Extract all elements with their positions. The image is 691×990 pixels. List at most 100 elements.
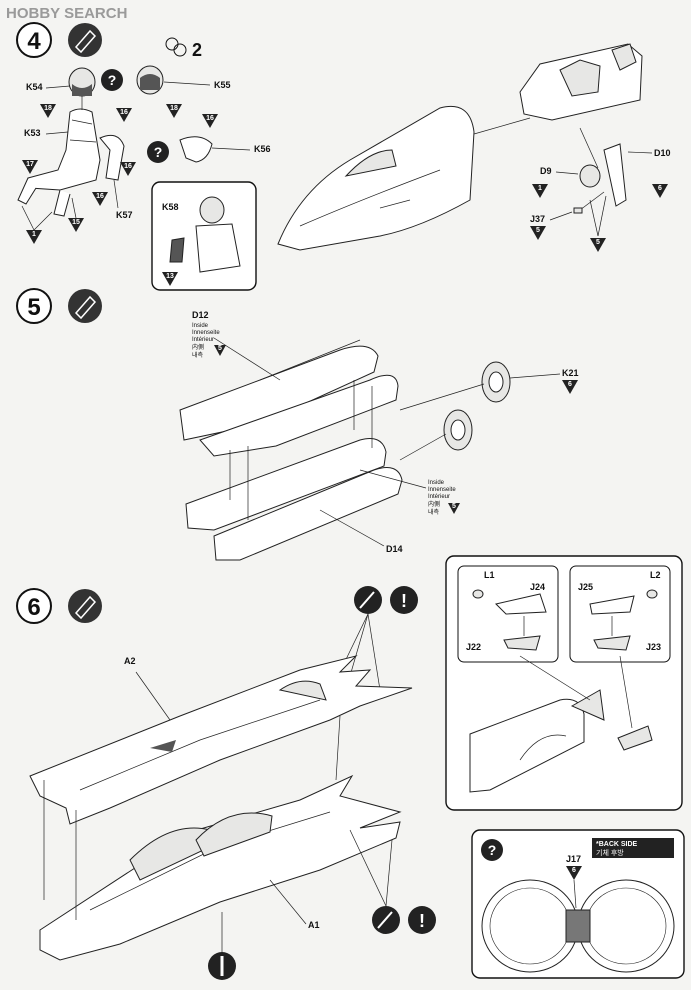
- arm-k56: K56: [179, 136, 271, 163]
- step-6-number: 6: [27, 594, 40, 621]
- part-k56-label: K56: [254, 144, 271, 154]
- svg-text:5: 5: [536, 227, 540, 234]
- svg-text:1: 1: [32, 231, 36, 238]
- part-k54-label: K54: [26, 82, 43, 92]
- svg-text:16: 16: [206, 115, 214, 122]
- fuselage-lower-a1: A1: [39, 715, 402, 961]
- part-j24-label: J24: [530, 582, 545, 592]
- svg-text:17: 17: [26, 161, 34, 168]
- knife-icon-top: [354, 586, 382, 614]
- svg-text:내측: 내측: [192, 351, 204, 359]
- nose-landing-gear: D9 D10 J37 1 6 5 5: [530, 127, 671, 252]
- svg-text:Innenseite: Innenseite: [192, 330, 220, 336]
- step-4-circle: [16, 22, 52, 58]
- step-5-number: 5: [27, 294, 40, 321]
- step-4: 4 2 K54 ? K55: [16, 22, 671, 291]
- part-l1-label: L1: [484, 570, 495, 580]
- question-icon-2: ?: [147, 141, 169, 163]
- back-side-label-en: *BACK SIDE: [596, 841, 638, 848]
- inside-note-d12: Inside Innenseite Intérieur 内側 내측 5: [192, 323, 226, 359]
- pilot-figure-k53: K53: [17, 96, 101, 217]
- svg-text:Intérieur: Intérieur: [192, 337, 214, 343]
- warning-icon-bottom: !: [408, 906, 436, 934]
- svg-text:5: 5: [452, 503, 456, 510]
- part-k53-label: K53: [24, 128, 41, 138]
- intake-lower-d14: D14: [185, 380, 403, 561]
- glue-tube-shape: [74, 29, 97, 54]
- step-6-circle: [16, 588, 52, 624]
- svg-text:Inside: Inside: [428, 480, 445, 486]
- inset-box-nozzles: L1 J24 J25 L2 J22 J23: [445, 555, 683, 811]
- svg-text:16: 16: [96, 193, 104, 200]
- helmet-k54: K54: [26, 67, 96, 97]
- part-d10-label: D10: [654, 148, 671, 158]
- back-side-label-kr: 기체 후방: [596, 848, 624, 857]
- svg-text:1: 1: [538, 185, 542, 192]
- inset-box-back-side: ? *BACK SIDE 기체 후방 J17 6: [471, 829, 685, 979]
- svg-text:5: 5: [596, 239, 600, 246]
- step-5-circle: [16, 288, 52, 324]
- part-d9-label: D9: [540, 166, 552, 176]
- question-icon-3: ?: [481, 839, 503, 861]
- part-j23-label: J23: [646, 642, 661, 652]
- back-side-banner: [592, 838, 674, 858]
- part-d14-label: D14: [386, 544, 403, 554]
- hobby-search-logo: HOBBY SEARCH: [6, 5, 127, 22]
- svg-text:6: 6: [568, 381, 572, 388]
- svg-text:6: 6: [572, 867, 576, 874]
- warning-icon-top: !: [390, 586, 418, 614]
- glue-icon-step5: [68, 289, 102, 323]
- part-l2-label: L2: [650, 570, 661, 580]
- svg-text:!: !: [419, 911, 425, 931]
- svg-text:16: 16: [124, 163, 132, 170]
- part-k55-label: K55: [214, 80, 231, 90]
- svg-text:18: 18: [44, 105, 52, 112]
- svg-text:!: !: [401, 591, 407, 611]
- inset-box-k58: K58 13: [151, 181, 257, 291]
- svg-text:Intérieur: Intérieur: [428, 494, 450, 500]
- part-j25-label: J25: [578, 582, 593, 592]
- quantity-number: 2: [192, 40, 202, 60]
- part-a1-label: A1: [308, 920, 320, 930]
- arm-k57: K57: [99, 134, 133, 220]
- svg-text:13: 13: [166, 273, 174, 280]
- question-icon-1: ?: [101, 69, 123, 91]
- part-d12-label: D12: [192, 310, 209, 320]
- svg-text:16: 16: [120, 109, 128, 116]
- svg-text:내측: 내측: [428, 508, 440, 516]
- brush-icon: [208, 952, 236, 980]
- svg-text:?: ?: [488, 842, 497, 858]
- glue-icon-step6: [68, 589, 102, 623]
- glue-icon: [68, 23, 102, 57]
- part-j22-label: J22: [466, 642, 481, 652]
- helmet-k55: K55: [136, 65, 231, 95]
- svg-text:18: 18: [170, 105, 178, 112]
- part-j37-label: J37: [530, 214, 545, 224]
- svg-text:Innenseite: Innenseite: [428, 487, 456, 493]
- part-k21-label: K21: [562, 368, 579, 378]
- color-code-markers-step4: 18 16 18 16 16 17 16 15 1: [21, 104, 218, 244]
- step-5: 5 D12 Inside Innenseite Intérieur 内側 내측 …: [16, 288, 579, 561]
- svg-text:内側: 内側: [428, 500, 440, 508]
- svg-text:Inside: Inside: [192, 323, 209, 329]
- part-a2-label: A2: [124, 656, 136, 666]
- part-k57-label: K57: [116, 210, 133, 220]
- step-6: 6 ! A2 A1: [16, 555, 685, 980]
- svg-text:?: ?: [154, 144, 163, 160]
- compressor-face-k21: K21 6: [399, 361, 579, 461]
- svg-text:15: 15: [72, 219, 80, 226]
- part-k58-label: K58: [162, 202, 179, 212]
- fuselage-nose-section: [277, 106, 531, 251]
- knife-icon-bottom: [372, 906, 400, 934]
- cockpit-tub: [519, 43, 643, 121]
- intake-upper-d12: D12 Inside Innenseite Intérieur 内側 내측 5: [179, 310, 399, 457]
- svg-text:内側: 内側: [192, 343, 204, 351]
- watermark-text: HOBBY SEARCH: [6, 5, 127, 22]
- part-j17-label: J17: [566, 854, 581, 864]
- svg-text:?: ?: [108, 72, 117, 88]
- fuselage-upper-a2: A2: [29, 655, 413, 825]
- step-4-number: 4: [27, 28, 41, 55]
- svg-text:5: 5: [218, 345, 222, 352]
